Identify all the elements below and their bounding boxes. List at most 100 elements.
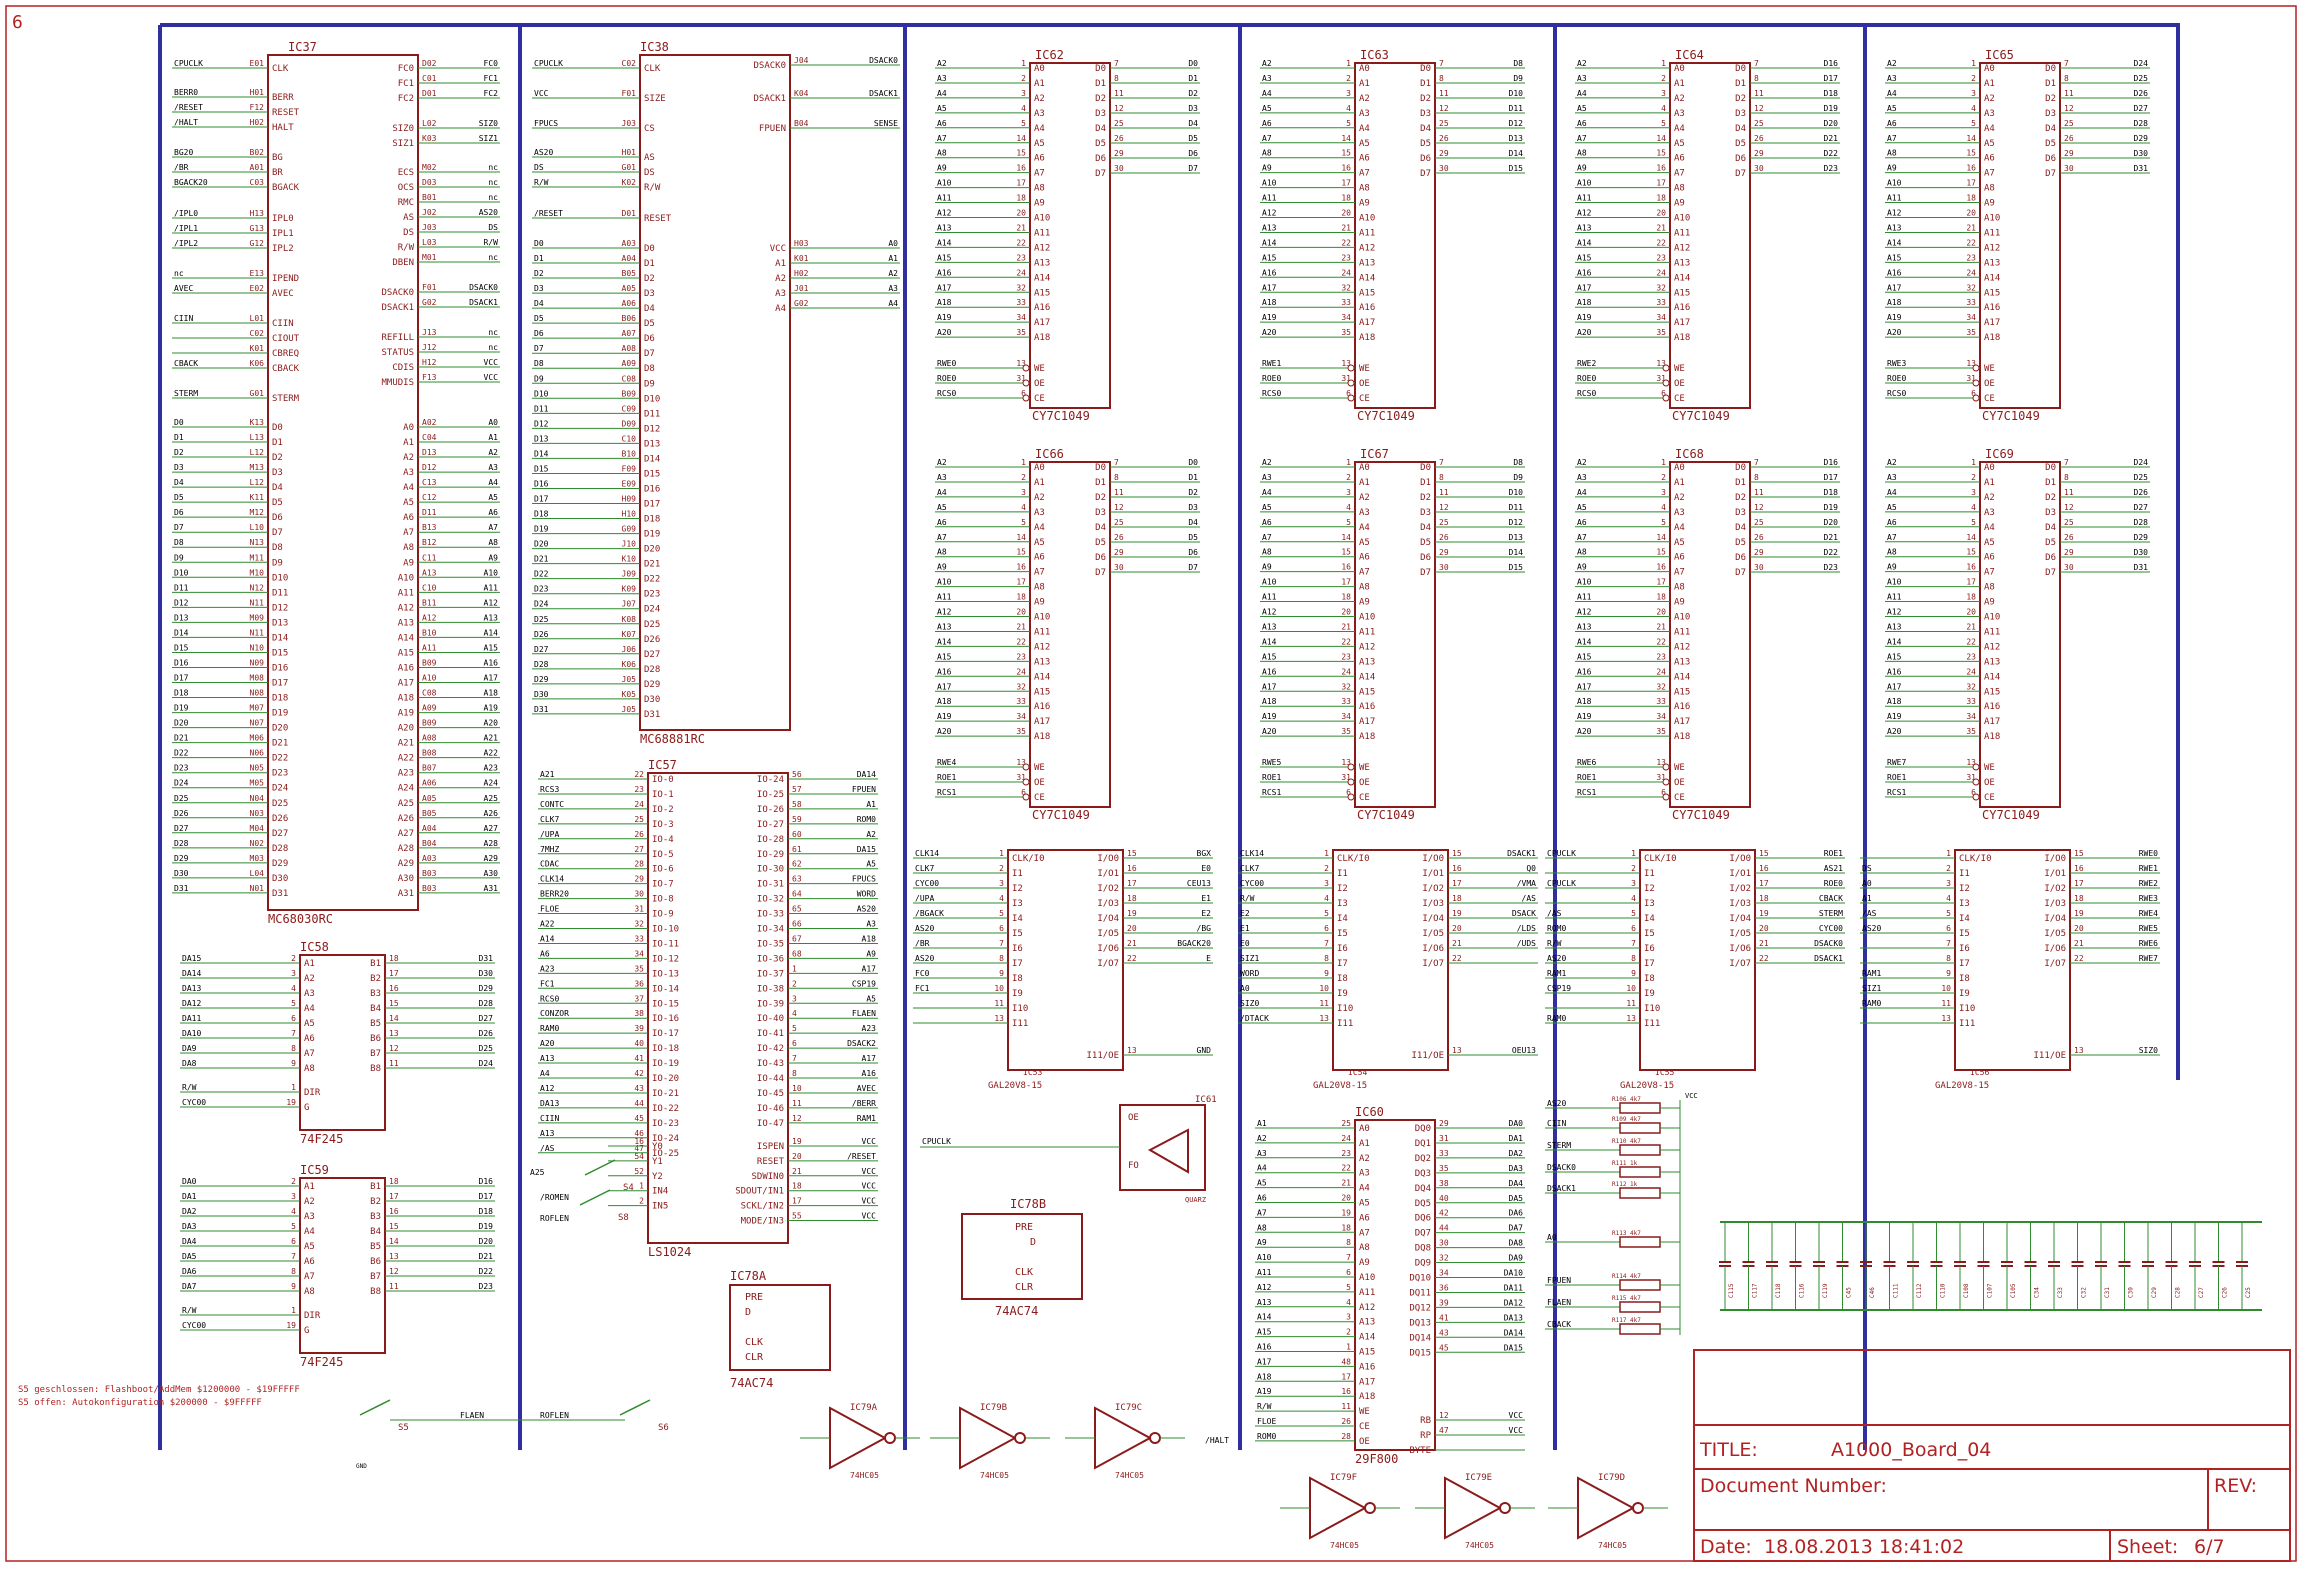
pin-number: 9	[1324, 969, 1329, 978]
pin-number: 31	[1966, 374, 1976, 383]
inversion-bubble	[1347, 364, 1355, 372]
pin-number: 24	[1656, 667, 1666, 676]
pin-name: I/O2	[1729, 884, 1751, 894]
inverter-bubble	[1632, 1502, 1644, 1514]
pin-name: I1	[1337, 869, 1348, 879]
net-label: A20	[1262, 328, 1277, 337]
net-label: DA11	[1504, 1283, 1523, 1292]
pin-number: E13	[250, 269, 265, 278]
cap-ref: C111	[1893, 1283, 1900, 1298]
pin-number: 13	[389, 1252, 399, 1261]
pin-number: 18	[1341, 1223, 1351, 1232]
pin-number: M11	[250, 553, 265, 562]
pin-number: 8	[291, 1267, 296, 1276]
pin-name: I9	[1012, 989, 1023, 999]
net-label: A18	[937, 298, 952, 307]
pin-number: 8	[2064, 473, 2069, 482]
net-label: A13	[1577, 622, 1592, 631]
pin-name: CBREQ	[272, 349, 299, 359]
net-label: DA11	[182, 1014, 201, 1023]
pin-number: 6	[792, 1039, 797, 1048]
pin-number: 21	[1966, 622, 1976, 631]
a25-label: A25	[530, 1168, 545, 1177]
pin-number: 25	[1114, 518, 1124, 527]
net-label: /BGACK	[915, 909, 944, 918]
pin-number: 23	[1341, 652, 1351, 661]
pin-name: D1	[1095, 478, 1106, 488]
pin-number: 24	[1966, 667, 1976, 676]
inverter-part: 74HC05	[1330, 1541, 1359, 1550]
ram-part: CY7C1049	[1357, 409, 1415, 423]
net-label: A15	[1887, 652, 1902, 661]
inversion-bubble	[1972, 379, 1980, 387]
net-label: A17	[862, 1054, 877, 1063]
pin-name: A14	[1984, 672, 2000, 682]
pin-name: D3	[1095, 508, 1106, 518]
net-label: A6	[540, 949, 550, 958]
pin-number: A09	[422, 704, 437, 713]
pin-name: OE	[1984, 778, 1995, 788]
net-label: D21	[174, 734, 189, 743]
pin-name: IO-29	[757, 850, 784, 860]
net-label: A20	[1577, 328, 1592, 337]
pin-number: 13	[1016, 359, 1026, 368]
pin-name: D7	[2045, 568, 2056, 578]
net-label: A2	[1262, 59, 1272, 68]
pin-number: 18	[389, 954, 399, 963]
pin-number: 4	[1346, 104, 1351, 113]
pin-name: A4	[1674, 124, 1685, 134]
pin-name: A13	[1034, 258, 1050, 268]
net-label: A16	[1887, 667, 1902, 676]
pin-number: 4	[1946, 894, 1951, 903]
pin-number: 15	[1656, 149, 1666, 158]
net-label: BERR20	[540, 890, 569, 899]
net-label: FC1	[915, 984, 930, 993]
pin-name: A11	[1034, 627, 1050, 637]
pin-name: AS	[403, 213, 414, 223]
net-label: A18	[1262, 697, 1277, 706]
pin-number: 18	[2074, 894, 2084, 903]
pin-name: RMC	[398, 198, 414, 208]
net-label: BG20	[174, 148, 193, 157]
pin-number: B09	[422, 658, 437, 667]
pin-name: IO-1	[652, 790, 674, 800]
net-label: D1	[1188, 473, 1198, 482]
net-label: A18	[1577, 298, 1592, 307]
pin-name: D7	[272, 528, 283, 538]
pin-name: D29	[644, 680, 660, 690]
pin-number: 31	[1656, 773, 1666, 782]
net-label: ROE0	[1887, 374, 1906, 383]
inversion-bubble	[1347, 763, 1355, 771]
pin-name: I8	[1644, 974, 1655, 984]
pin-name: I2	[1012, 884, 1023, 894]
net-label: RCS0	[540, 994, 559, 1003]
net-label: A8	[937, 149, 947, 158]
pin-number: 1	[1971, 458, 1976, 467]
pin-number: 11	[994, 999, 1004, 1008]
net-label: A3	[1262, 473, 1272, 482]
pin-name: D2	[2045, 493, 2056, 503]
net-label: FC0	[915, 969, 930, 978]
pin-name: A15	[398, 648, 414, 658]
net-label: A5	[866, 994, 876, 1003]
date-label: Date:	[1700, 1536, 1752, 1558]
pin-number: H09	[622, 495, 637, 504]
pin-number: L04	[250, 869, 265, 878]
pin-number: J02	[422, 208, 437, 217]
net-label: A9	[1887, 563, 1897, 572]
net-label: A20	[937, 727, 952, 736]
pin-name: D3	[1095, 109, 1106, 119]
pin-number: 8	[2064, 74, 2069, 83]
pin-number: 26	[1439, 533, 1449, 542]
pin-number: 18	[1127, 894, 1137, 903]
pin-name: D31	[644, 710, 660, 720]
ic78a-d: D	[745, 1307, 751, 1318]
pin-number: 17	[1016, 179, 1026, 188]
pin-name: D5	[1735, 139, 1746, 149]
net-label: FPUCS	[852, 875, 876, 884]
cap-ref: C31	[2104, 1287, 2111, 1298]
net-label: /UPA	[540, 830, 559, 839]
pin-name: I/O4	[1097, 914, 1119, 924]
pin-number: 29	[1114, 548, 1124, 557]
